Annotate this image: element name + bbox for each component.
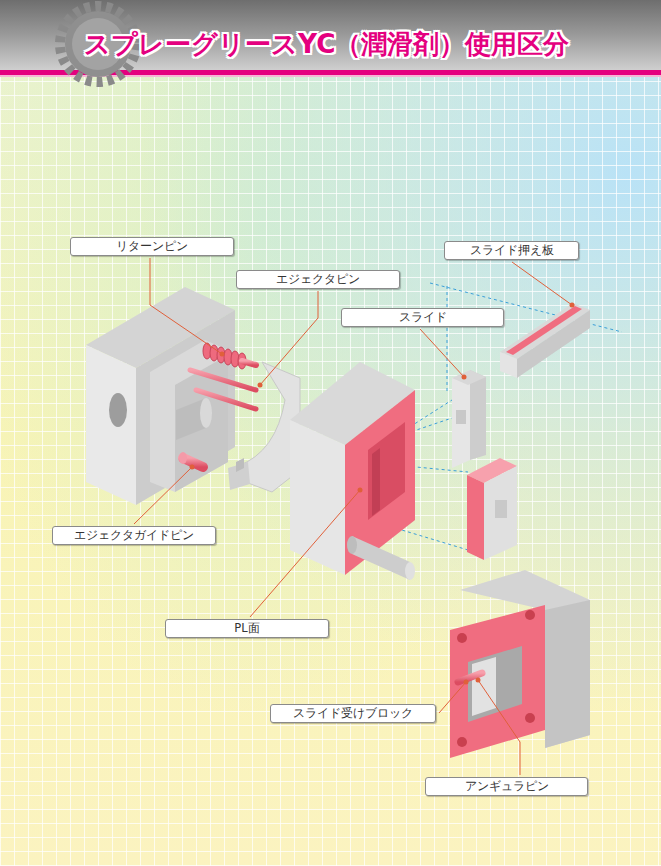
label-box: アンギュラピン [425,777,588,796]
part-label: PL面 [234,622,259,636]
part-label: スライド [399,311,447,325]
page-title: スプレーグリースYC（潤滑剤）使用区分 [84,27,569,62]
label-box: エジェクタガイドピン [52,526,216,545]
label-box: スライド押え板 [444,241,579,260]
slide-press-plate [500,303,590,378]
slide-receiving-block [450,570,590,758]
leader-lines [134,258,572,775]
part-label: エジェクタピン [276,273,360,287]
label-box: エジェクタピン [236,270,400,289]
leader-dots [190,303,575,685]
slide-part [452,370,486,468]
slide-core-block [467,458,517,560]
ejector-assembly [86,287,300,505]
part-label: スライド押え板 [470,244,554,258]
center-mold-block [290,362,415,580]
part-label: リターンピン [116,240,188,254]
label-box: リターンピン [70,237,234,256]
part-label: エジェクタガイドピン [74,529,194,543]
part-label: アンギュラピン [465,780,549,794]
part-label: スライド受けブロック [293,707,413,721]
label-box: スライド受けブロック [270,704,436,723]
label-box: スライド [341,308,504,327]
label-box: PL面 [165,619,329,638]
